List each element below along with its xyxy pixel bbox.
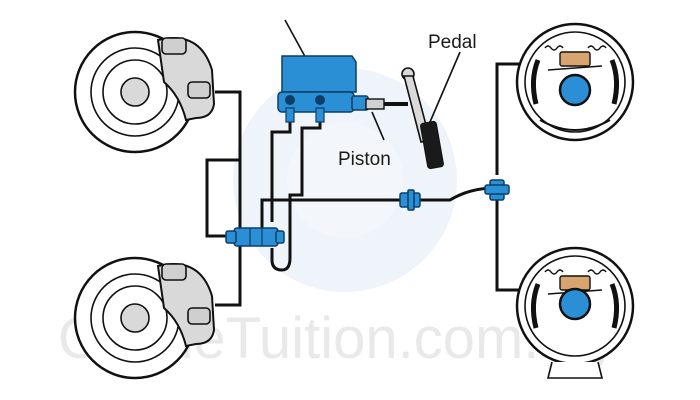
front-disc-brake-bottom xyxy=(73,256,216,380)
rear-drum-brake-bottom xyxy=(515,246,635,379)
master-cylinder xyxy=(277,19,369,123)
pedal-leader-line xyxy=(429,51,461,123)
front-disc-brake-top xyxy=(73,30,216,154)
brake-lines xyxy=(205,62,528,307)
proportioning-valve xyxy=(225,227,285,247)
t-fitting xyxy=(484,179,510,201)
piston-rod xyxy=(365,98,408,141)
pedal-label: Pedal xyxy=(428,32,477,53)
brake-pedal xyxy=(401,67,444,170)
rear-drum-brake-top xyxy=(515,22,635,142)
piston-label: Piston xyxy=(338,149,391,170)
inline-fitting xyxy=(399,189,421,211)
